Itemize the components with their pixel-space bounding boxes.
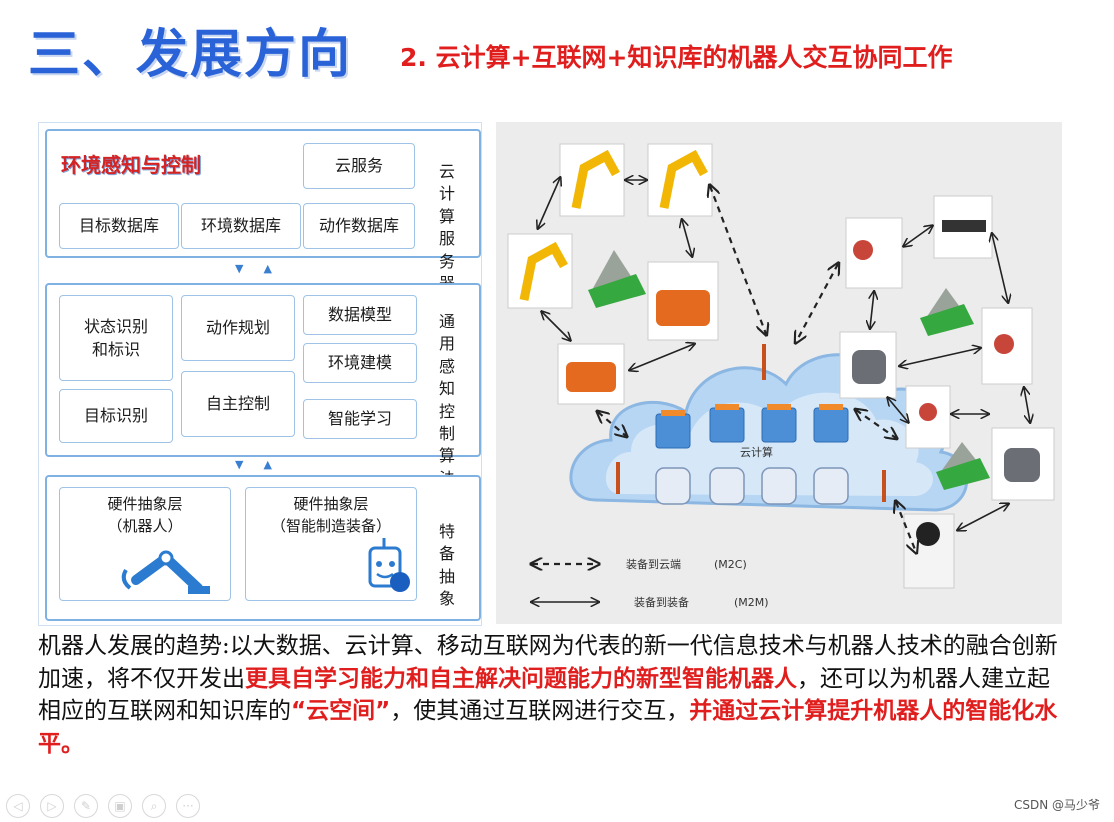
environment-modeling-box: 环境建模 — [303, 343, 417, 383]
zoom-button[interactable]: ⌕ — [142, 794, 166, 818]
slide-toolbar: ◁ ▷ ✎ ▣ ⌕ ··· — [6, 794, 200, 818]
hardware-abstraction-section: 硬件抽象层 （机器人） 硬件抽象层 （智能制造装备） 特备 抽象 — [45, 475, 481, 621]
legend-m2c-label: 装备到云端 — [626, 557, 681, 571]
pen-tool-button[interactable]: ✎ — [74, 794, 98, 818]
paragraph-part-3: ，使其通过互联网进行交互， — [390, 698, 690, 724]
more-options-button[interactable]: ··· — [176, 794, 200, 818]
cloud-service-box: 云服务 — [303, 143, 415, 189]
target-database-box: 目标数据库 — [59, 203, 179, 249]
next-slide-button[interactable]: ▷ — [40, 794, 64, 818]
network-illustration: 云计算 — [507, 143, 1055, 609]
layer-arrows-1: ▼▲ — [235, 262, 292, 275]
cloud-server-section: 环境感知与控制 云服务 目标数据库 环境数据库 动作数据库 云计 算服 务器 — [45, 129, 481, 293]
robot-face-icon — [368, 538, 410, 592]
legend-m2m-code: (M2M) — [734, 596, 769, 609]
cloud-computing-label: 云计算 — [740, 445, 773, 459]
environment-control-label: 环境感知与控制 — [61, 153, 201, 177]
layer-arrows-2: ▼▲ — [235, 458, 292, 471]
csdn-watermark: CSDN @马少爷 — [1013, 798, 1100, 812]
paragraph-part-1: 机器人发展的趋势:以大数据、云计算、移动互联网为代表的新一代信息技术与机器人技术… — [38, 633, 1058, 692]
environment-database-box: 环境数据库 — [181, 203, 301, 249]
control-side-label: 通用 感知 控制 算法 — [438, 312, 455, 488]
legend-m2c-code: (M2C) — [714, 558, 747, 571]
trend-paragraph: 机器人发展的趋势:以大数据、云计算、移动互联网为代表的新一代信息技术与机器人技术… — [38, 630, 1068, 760]
hw-layer-manufacturing-title: 硬件抽象层 （智能制造装备） — [270, 495, 391, 535]
terrain-tiles — [588, 250, 990, 490]
data-model-box: 数据模型 — [303, 295, 417, 335]
right-side-devices — [839, 195, 1055, 589]
slide-title: 三、发展方向 — [28, 25, 353, 85]
architecture-panel: 环境感知与控制 云服务 目标数据库 环境数据库 动作数据库 云计 算服 务器 ▼… — [38, 122, 482, 626]
paragraph-highlight-3: 并通过云计算提升机器人的智能化水平。 — [38, 698, 1058, 757]
hardware-side-label: 特备 抽象 — [438, 522, 455, 609]
hw-layer-manufacturing: 硬件抽象层 （智能制造装备） — [245, 487, 417, 601]
control-algorithm-section: 状态识别 和标识 动作规划 数据模型 环境建模 目标识别 自主控制 智能学习 通… — [45, 283, 481, 488]
previous-slide-button[interactable]: ◁ — [6, 794, 30, 818]
cloud-robot-network-diagram: 云计算 — [496, 122, 1062, 624]
paragraph-highlight-1: 更具自学习能力和自主解决问题能力的新型智能机器人 — [245, 665, 797, 692]
paragraph-highlight-2: “云空间” — [291, 698, 391, 724]
action-database-box: 动作数据库 — [303, 203, 415, 249]
mobile-robot-devices — [557, 261, 719, 405]
motion-planning-box: 动作规划 — [181, 295, 295, 361]
slide-subtitle: 2. 云计算+互联网+知识库的机器人交互协同工作 — [400, 43, 953, 72]
legend-m2m-label: 装备到装备 — [634, 595, 689, 609]
hw-layer-robot-title: 硬件抽象层 （机器人） — [107, 495, 183, 535]
hw-layer-robot: 硬件抽象层 （机器人） — [59, 487, 231, 601]
cloud-server-side-label: 云计 算服 务器 — [438, 162, 455, 293]
intelligent-learning-box: 智能学习 — [303, 399, 417, 439]
robot-arm-icon — [121, 550, 210, 594]
target-recognition-box: 目标识别 — [59, 389, 173, 443]
state-recognition-box: 状态识别 和标识 — [59, 295, 173, 381]
slide-overview-button[interactable]: ▣ — [108, 794, 132, 818]
autonomous-control-box: 自主控制 — [181, 371, 295, 437]
paragraph-part-2: ，还可以为机器人建立起相应的互联网和知识库的 — [38, 665, 1050, 725]
